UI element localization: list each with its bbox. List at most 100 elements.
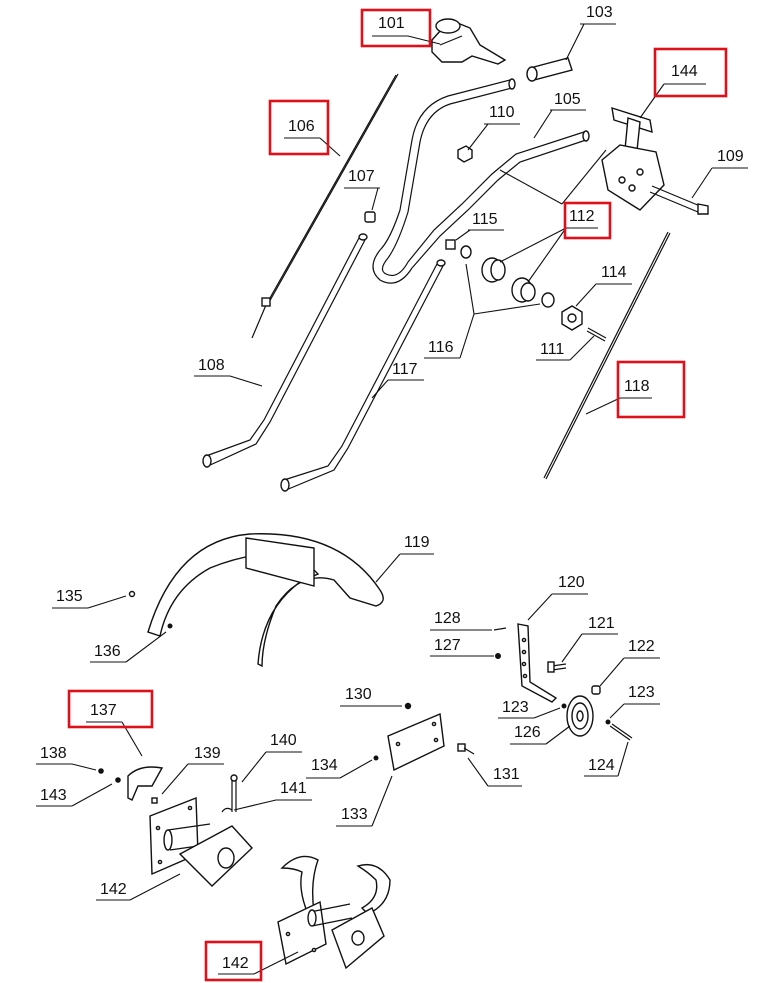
highlight-box-142	[204, 940, 263, 982]
tine-blade-assembly-part	[277, 855, 391, 970]
svg-text:124: 124	[588, 757, 615, 774]
fender-part	[147, 533, 384, 668]
callout-124: 124	[584, 741, 629, 777]
svg-text:103: 103	[586, 4, 613, 21]
callout-130: 130	[340, 686, 402, 707]
svg-text:139: 139	[194, 745, 221, 762]
small-nut-part	[445, 239, 456, 250]
callout-144: 144	[639, 63, 706, 119]
callout-133: 133	[336, 775, 393, 827]
svg-text:108: 108	[198, 357, 225, 374]
svg-text:122: 122	[628, 638, 655, 655]
cable-part	[251, 73, 399, 339]
svg-text:143: 143	[40, 787, 67, 804]
pin-part	[586, 327, 607, 342]
axle-bolt-part	[609, 723, 633, 741]
callout-139: 139	[161, 745, 224, 795]
lower-handle-right-part	[280, 259, 446, 492]
highlight-boxes	[67, 8, 728, 982]
callout-128: 128	[430, 610, 492, 631]
star-knob-part	[561, 305, 583, 331]
callout-112: 112	[499, 208, 598, 283]
clip-cover-part	[127, 766, 164, 801]
callout-107: 107	[344, 168, 380, 211]
callout-120: 120	[527, 574, 588, 621]
svg-text:105: 105	[554, 91, 581, 108]
svg-text:133: 133	[341, 806, 368, 823]
throttle-lever-part	[431, 18, 507, 65]
callout-115: 115	[455, 211, 504, 241]
highlight-box-144	[653, 47, 728, 98]
callout-109: 109	[691, 148, 748, 199]
svg-text:142: 142	[100, 881, 127, 898]
callout-140: 140	[241, 732, 302, 783]
svg-text:109: 109	[717, 148, 744, 165]
svg-text:114: 114	[601, 264, 627, 281]
washer-part	[167, 623, 173, 629]
callout-131: 131	[467, 757, 522, 787]
callout-114: 114	[575, 264, 632, 307]
cover-washer-part	[98, 768, 121, 783]
svg-text:144: 144	[671, 63, 698, 80]
svg-text:137: 137	[90, 702, 117, 719]
callout-138: 138	[36, 745, 97, 771]
screw-part	[128, 590, 136, 598]
upper-handlebar-part	[372, 78, 590, 284]
svg-text:134: 134	[311, 757, 338, 774]
svg-text:119: 119	[404, 534, 430, 551]
wheel-bracket-part	[517, 623, 558, 703]
callout-126: 126	[510, 724, 571, 745]
highlight-box-112	[563, 201, 612, 240]
svg-text:123: 123	[628, 684, 655, 701]
plate-nut-part	[373, 755, 379, 761]
svg-text:135: 135	[56, 588, 83, 605]
svg-text:131: 131	[493, 766, 520, 783]
callout-142a: 142	[96, 873, 181, 901]
svg-text:130: 130	[345, 686, 372, 703]
callout-101: 101	[372, 15, 441, 45]
small-washer-part	[561, 703, 611, 725]
callout-103: 103	[565, 4, 616, 61]
svg-text:136: 136	[94, 643, 121, 660]
r-clip-part	[221, 807, 233, 813]
long-bolt-part	[649, 185, 709, 215]
callout-123b: 123	[609, 684, 660, 719]
svg-text:115: 115	[472, 211, 498, 228]
callout-118: 118	[585, 378, 652, 415]
svg-text:111: 111	[540, 341, 564, 358]
lower-handle-left-part	[202, 233, 368, 468]
svg-text:110: 110	[489, 104, 515, 121]
lock-nut-part	[495, 653, 501, 659]
svg-text:141: 141	[280, 780, 307, 797]
callout-136: 136	[90, 631, 167, 663]
mounting-plate-part	[387, 712, 445, 772]
svg-text:138: 138	[40, 745, 67, 762]
plate-bolt-part	[457, 743, 475, 755]
knob-assembly-part	[460, 245, 555, 308]
callout-134: 134	[306, 757, 373, 779]
svg-text:140: 140	[270, 732, 297, 749]
svg-text:142: 142	[222, 955, 249, 972]
svg-text:116: 116	[428, 339, 454, 356]
wheel-bolt-part	[547, 661, 567, 673]
svg-text:118: 118	[624, 378, 650, 395]
bracket-nut-part	[404, 702, 412, 710]
callout-141: 141	[233, 780, 312, 811]
callout-127: 127	[430, 637, 494, 657]
svg-text:112: 112	[569, 208, 595, 225]
highlight-box-101	[360, 8, 432, 48]
svg-text:107: 107	[348, 168, 375, 185]
callout-121: 121	[561, 615, 618, 663]
callout-122: 122	[599, 638, 660, 687]
callout-143: 143	[36, 783, 113, 807]
tine-hub-assembly-part	[149, 796, 253, 887]
callout-105: 105	[499, 91, 607, 205]
svg-text:126: 126	[514, 724, 541, 741]
transport-wheel-part	[566, 695, 594, 737]
callout-137: 137	[86, 702, 143, 757]
svg-text:123: 123	[502, 699, 529, 716]
spacer-part	[364, 211, 376, 223]
svg-text:101: 101	[378, 15, 405, 32]
tine-pin-part	[230, 774, 238, 812]
callout-117: 117	[371, 361, 424, 399]
